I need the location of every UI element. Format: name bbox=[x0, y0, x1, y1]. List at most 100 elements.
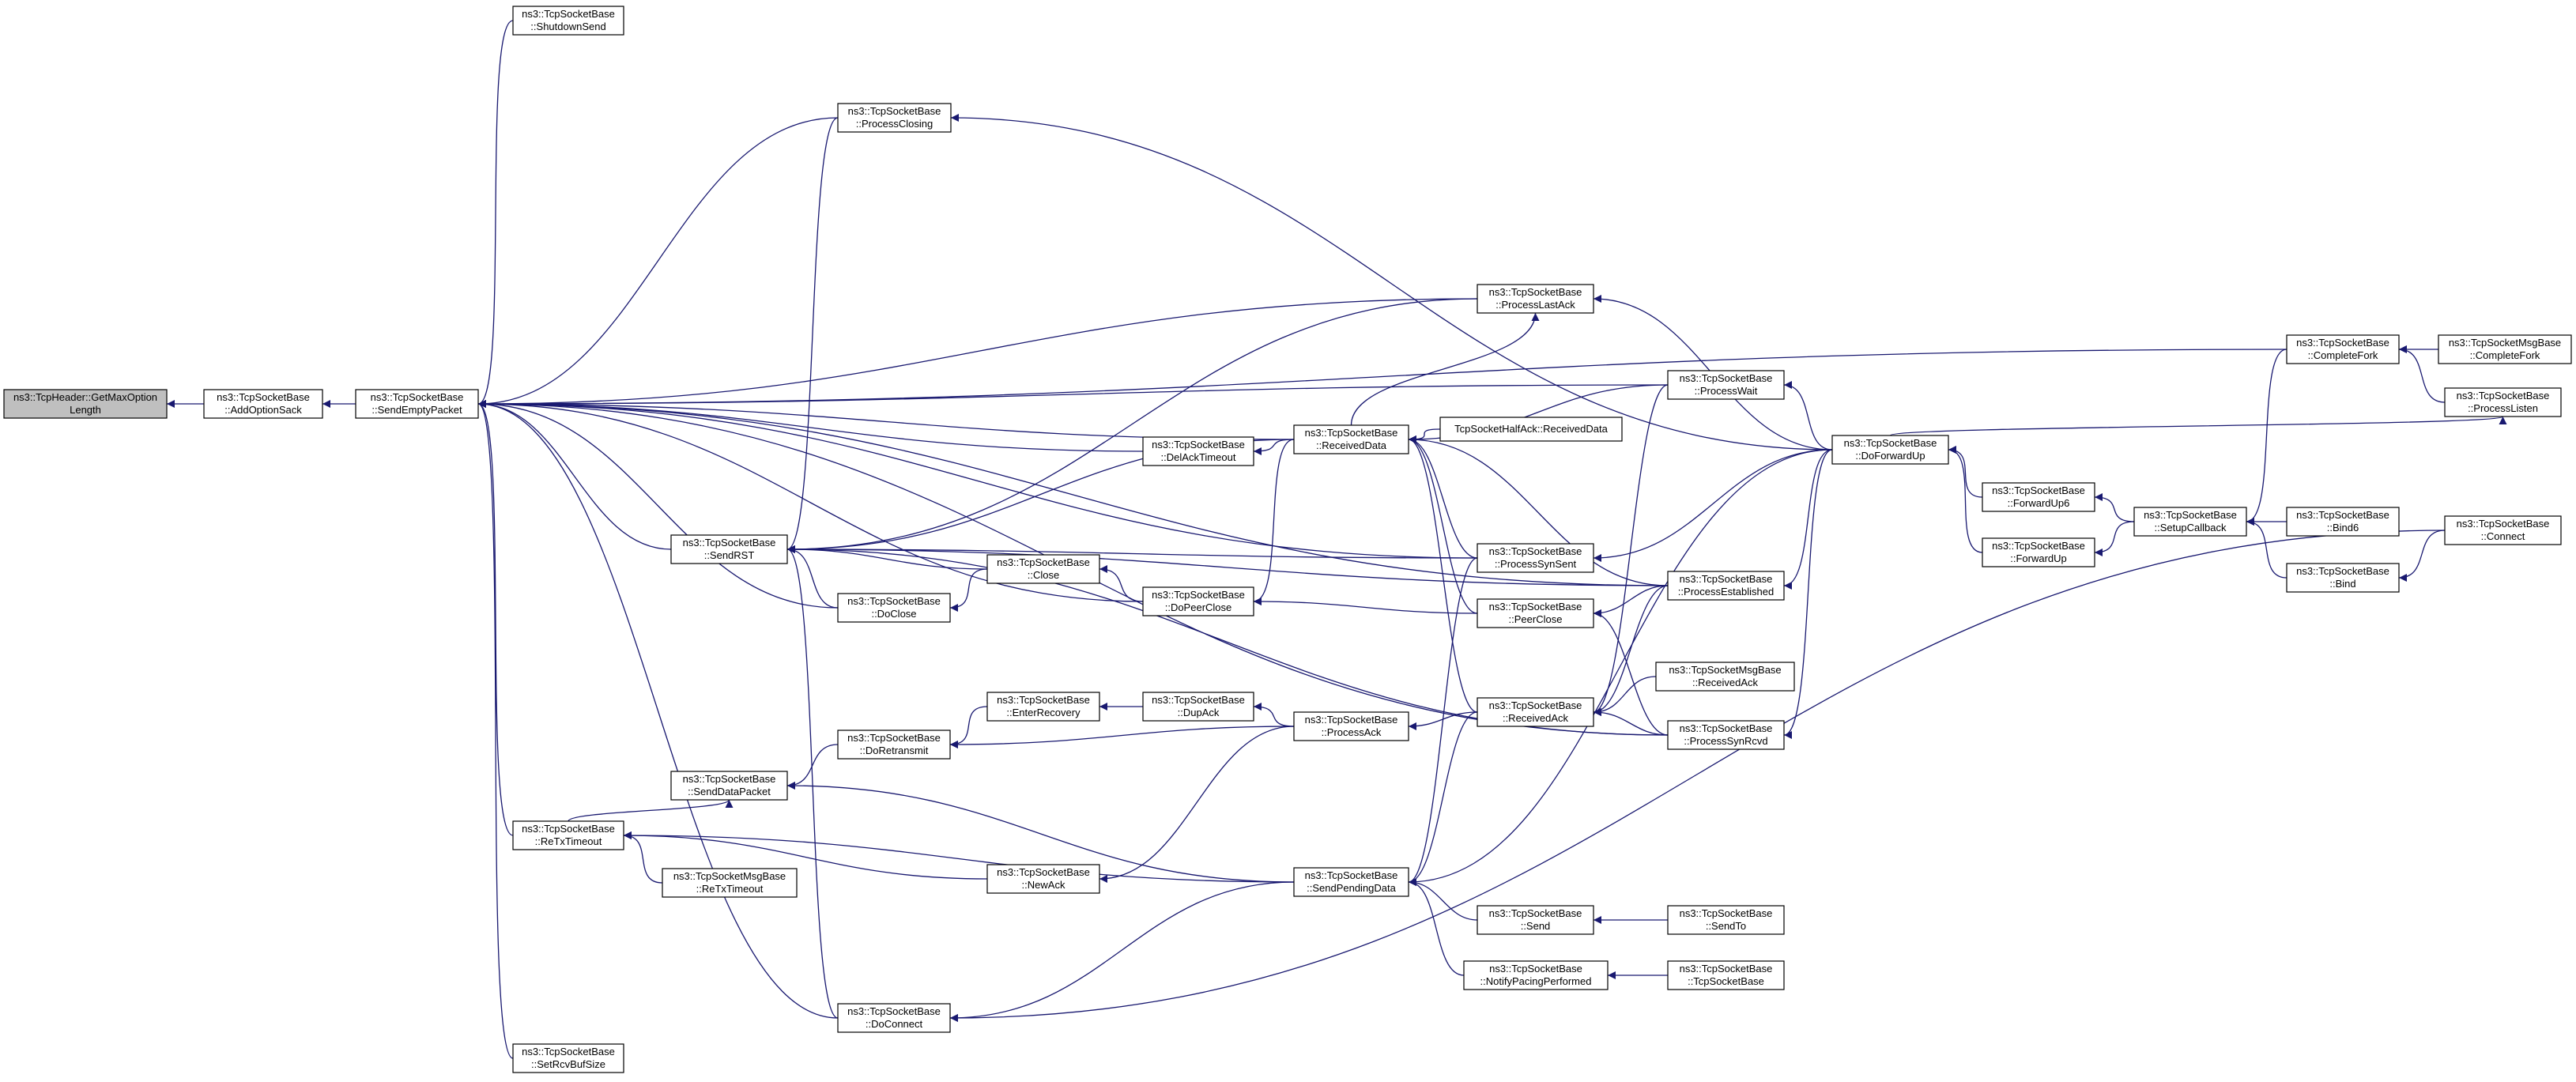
node-do-forward-up[interactable]: ns3::TcpSocketBase::DoForwardUp bbox=[1831, 435, 1949, 465]
node-label-line: ::DoForwardUp bbox=[1855, 450, 1925, 462]
edge-do-forward-up-to-process-closing bbox=[950, 114, 1833, 451]
node-label-line: ::ProcessAck bbox=[1322, 726, 1382, 738]
node-label-line: ns3::TcpSocketBase bbox=[1489, 601, 1582, 613]
node-box bbox=[1667, 571, 1785, 601]
node-label-line: ns3::TcpSocketBase bbox=[1680, 372, 1773, 384]
node-tcp-socket-base-ctor[interactable]: ns3::TcpSocketBase::TcpSocketBase bbox=[1667, 960, 1785, 990]
node-box bbox=[1293, 424, 1409, 454]
node-re-tx-timeout[interactable]: ns3::TcpSocketBase::ReTxTimeout bbox=[512, 820, 624, 850]
node-label-line: ns3::TcpSocketBase bbox=[1844, 437, 1937, 449]
edge-process-established-to-received-data bbox=[1408, 435, 1669, 586]
node-process-syn-sent[interactable]: ns3::TcpSocketBase::ProcessSynSent bbox=[1477, 543, 1594, 573]
node-label-line: ns3::TcpSocketBase bbox=[1489, 699, 1582, 711]
node-do-close[interactable]: ns3::TcpSocketBase::DoClose bbox=[837, 593, 951, 623]
node-add-option-sack[interactable]: ns3::TcpSocketBase::AddOptionSack bbox=[203, 389, 323, 419]
node-label-line: ns3::TcpSocketBase bbox=[683, 773, 776, 785]
node-peer-close[interactable]: ns3::TcpSocketBase::PeerClose bbox=[1477, 598, 1594, 628]
node-label-line: ::ProcessListen bbox=[2468, 402, 2538, 414]
node-label-line: ::DoPeerClose bbox=[1165, 601, 1232, 613]
node-dup-ack[interactable]: ns3::TcpSocketBase::DupAck bbox=[1142, 692, 1254, 722]
node-send-to[interactable]: ns3::TcpSocketBase::SendTo bbox=[1667, 905, 1785, 935]
node-box bbox=[1982, 537, 2095, 567]
node-send-data-packet[interactable]: ns3::TcpSocketBase::SendDataPacket bbox=[670, 771, 788, 801]
node-label-line: ns3::TcpSocketBase bbox=[1489, 963, 1582, 975]
node-box bbox=[1667, 905, 1785, 935]
node-del-ack-timeout[interactable]: ns3::TcpSocketBase::DelAckTimeout bbox=[1142, 436, 1254, 466]
node-new-ack[interactable]: ns3::TcpSocketBase::NewAck bbox=[986, 864, 1100, 894]
node-label-line: ns3::TcpSocketBase bbox=[1992, 540, 2085, 552]
node-box bbox=[355, 389, 479, 419]
node-bind[interactable]: ns3::TcpSocketBase::Bind bbox=[2286, 563, 2400, 593]
edge-process-established-to-send-empty-packet bbox=[477, 400, 1669, 586]
edge-do-forward-up-to-process-established bbox=[1783, 449, 1833, 590]
node-box bbox=[1293, 867, 1409, 897]
node-setup-callback[interactable]: ns3::TcpSocketBase::SetupCallback bbox=[2133, 507, 2247, 537]
node-label-line: ns3::TcpSocketBase bbox=[683, 537, 776, 549]
edge-process-established-to-peer-close bbox=[1593, 585, 1669, 617]
node-connect[interactable]: ns3::TcpSocketBase::Connect bbox=[2444, 515, 2562, 545]
node-process-syn-rcvd[interactable]: ns3::TcpSocketBase::ProcessSynRcvd bbox=[1667, 720, 1785, 750]
edge-do-close-to-send-rst bbox=[786, 545, 839, 609]
edge-do-forward-up-to-process-wait bbox=[1783, 381, 1833, 451]
node-complete-fork[interactable]: ns3::TcpSocketBase::CompleteFork bbox=[2286, 334, 2400, 364]
node-send-rst[interactable]: ns3::TcpSocketBase::SendRST bbox=[670, 534, 788, 564]
node-do-retransmit[interactable]: ns3::TcpSocketBase::DoRetransmit bbox=[837, 730, 951, 760]
node-label-line: ns3::TcpSocketBase bbox=[522, 8, 615, 20]
node-send[interactable]: ns3::TcpSocketBase::Send bbox=[1477, 905, 1594, 935]
node-process-listen[interactable]: ns3::TcpSocketBase::ProcessListen bbox=[2444, 387, 2562, 417]
node-label-line: ::ProcessEstablished bbox=[1678, 586, 1774, 598]
edge-forward-up-to-do-forward-up bbox=[1948, 446, 1983, 553]
edge-do-forward-up-to-process-listen bbox=[1889, 416, 2506, 436]
node-bind6[interactable]: ns3::TcpSocketBase::Bind6 bbox=[2286, 507, 2400, 537]
edge-received-data-to-do-peer-close bbox=[1253, 439, 1295, 605]
edge-do-forward-up-to-process-syn-rcvd bbox=[1783, 449, 1833, 739]
node-shutdown-send[interactable]: ns3::TcpSocketBase::ShutdownSend bbox=[512, 6, 624, 36]
node-forward-up[interactable]: ns3::TcpSocketBase::ForwardUp bbox=[1982, 537, 2095, 567]
node-close[interactable]: ns3::TcpSocketBase::Close bbox=[986, 554, 1100, 584]
node-msg-received-ack[interactable]: ns3::TcpSocketMsgBase::ReceivedAck bbox=[1655, 662, 1795, 692]
edge-process-closing-to-send-rst bbox=[786, 117, 839, 553]
node-send-pending-data[interactable]: ns3::TcpSocketBase::SendPendingData bbox=[1293, 867, 1409, 897]
node-label-line: ::SetupCallback bbox=[2154, 522, 2227, 533]
node-box bbox=[1982, 482, 2095, 512]
node-msg-re-tx-timeout[interactable]: ns3::TcpSocketMsgBase::ReTxTimeout bbox=[662, 868, 798, 898]
node-do-peer-close[interactable]: ns3::TcpSocketBase::DoPeerClose bbox=[1142, 586, 1254, 616]
node-label-line: ns3::TcpSocketMsgBase bbox=[2449, 337, 2561, 349]
node-received-ack[interactable]: ns3::TcpSocketBase::ReceivedAck bbox=[1477, 697, 1594, 727]
node-process-closing[interactable]: ns3::TcpSocketBase::ProcessClosing bbox=[837, 103, 952, 133]
edge-do-peer-close-to-close bbox=[1099, 565, 1144, 602]
node-process-established[interactable]: ns3::TcpSocketBase::ProcessEstablished bbox=[1667, 571, 1785, 601]
node-set-rcv-buf-size[interactable]: ns3::TcpSocketBase::SetRcvBufSize bbox=[512, 1043, 624, 1073]
nodes-layer: ns3::TcpHeader::GetMaxOptionLengthns3::T… bbox=[3, 6, 2572, 1073]
node-notify-pacing-performed[interactable]: ns3::TcpSocketBase::NotifyPacingPerforme… bbox=[1463, 960, 1609, 990]
node-label-line: ns3::TcpSocketBase bbox=[371, 391, 464, 403]
node-box bbox=[1142, 586, 1254, 616]
edge-send-pending-data-to-send-data-packet bbox=[786, 782, 1295, 883]
node-enter-recovery[interactable]: ns3::TcpSocketBase::EnterRecovery bbox=[986, 692, 1100, 722]
edge-do-connect-to-send-empty-packet bbox=[477, 400, 839, 1019]
node-send-empty-packet[interactable]: ns3::TcpSocketBase::SendEmptyPacket bbox=[355, 389, 479, 419]
node-label-line: ::NewAck bbox=[1022, 879, 1065, 891]
node-box bbox=[1477, 905, 1594, 935]
node-received-data[interactable]: ns3::TcpSocketBase::ReceivedData bbox=[1293, 424, 1409, 454]
node-box bbox=[2438, 334, 2572, 364]
node-msg-complete-fork[interactable]: ns3::TcpSocketMsgBase::CompleteFork bbox=[2438, 334, 2572, 364]
edge-process-last-ack-to-send-rst bbox=[786, 298, 1478, 553]
node-do-connect[interactable]: ns3::TcpSocketBase::DoConnect bbox=[837, 1003, 951, 1033]
edge-msg-re-tx-timeout-to-re-tx-timeout bbox=[623, 831, 663, 884]
edge-process-syn-sent-to-send-pending-data bbox=[1408, 557, 1478, 886]
node-box bbox=[1667, 370, 1785, 400]
edge-do-connect-to-send-rst bbox=[786, 545, 839, 1019]
edge-shutdown-send-to-send-empty-packet bbox=[477, 20, 514, 408]
node-label-line: ::ReceivedAck bbox=[1503, 712, 1569, 724]
edge-process-syn-sent-to-send-empty-packet bbox=[477, 400, 1478, 559]
node-process-last-ack[interactable]: ns3::TcpSocketBase::ProcessLastAck bbox=[1477, 284, 1594, 314]
node-label-line: ::ProcessSynSent bbox=[1495, 558, 1577, 570]
node-forward-up6[interactable]: ns3::TcpSocketBase::ForwardUp6 bbox=[1982, 482, 2095, 512]
node-process-wait[interactable]: ns3::TcpSocketBase::ProcessWait bbox=[1667, 370, 1785, 400]
node-process-ack[interactable]: ns3::TcpSocketBase::ProcessAck bbox=[1293, 711, 1409, 741]
node-half-ack-received-data[interactable]: TcpSocketHalfAck::ReceivedData bbox=[1439, 417, 1623, 442]
node-label-line: ::SendRST bbox=[704, 549, 755, 561]
